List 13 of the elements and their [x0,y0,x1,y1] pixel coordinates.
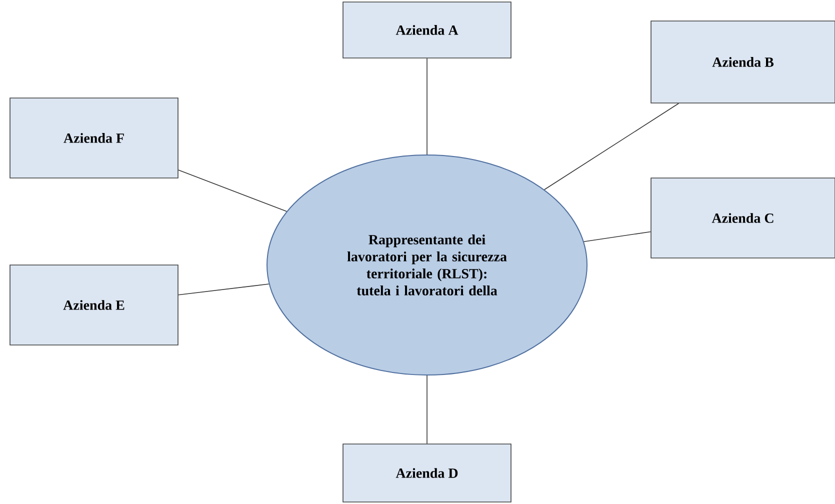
company-box: Azienda F [10,98,178,178]
company-box: Azienda E [10,264,178,346]
connector-line [426,58,428,155]
connector-line [544,103,680,190]
connector-line [426,375,428,444]
company-box: Azienda A [342,2,512,58]
connector-line [178,284,270,296]
ellipse-node: Rappresentante dei lavoratori per la sicurezza territoriale (RLST): tutela i lavoratori della [266,154,588,376]
company-box: Azienda C [650,178,835,258]
connector-line [178,170,288,212]
company-box: Azienda D [342,444,512,502]
connector-line [583,231,651,242]
company-box: Azienda B [650,20,835,104]
